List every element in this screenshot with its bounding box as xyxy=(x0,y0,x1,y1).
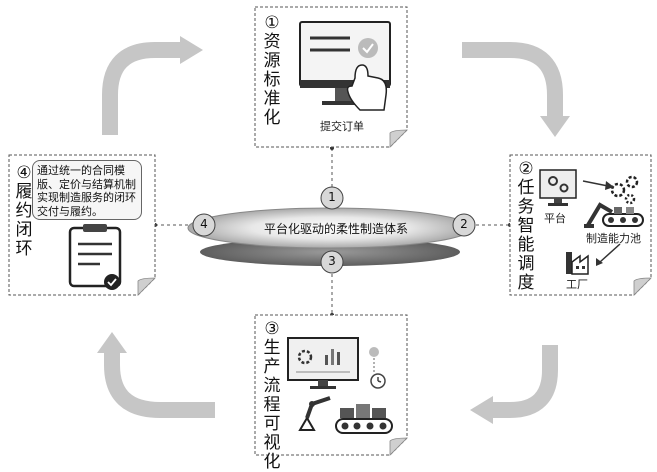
card-title-process-visualization: ③生产流程可视化 xyxy=(263,319,281,472)
robot-arm-conveyor-icon xyxy=(584,202,644,228)
flow-arrow-bottom-right xyxy=(490,345,558,418)
marker-1: 1 xyxy=(328,190,336,204)
status-icons xyxy=(369,347,386,389)
flow-arrow-top-left xyxy=(102,42,185,135)
factory-label: 工厂 xyxy=(566,278,588,291)
marker-4: 4 xyxy=(200,217,208,231)
card-title-task-scheduling: ②任务智能调度 xyxy=(517,159,535,293)
flow-arrow-top-right xyxy=(462,42,563,120)
platform-label: 平台 xyxy=(544,212,566,225)
gear-cluster-icon xyxy=(610,175,639,205)
flow-arrowhead-bottom-left xyxy=(97,332,127,353)
flow-arrowhead-top-left xyxy=(180,36,203,64)
center-label: 平台化驱动的柔性制造体系 xyxy=(263,222,408,236)
flow-arrowhead-bottom-right xyxy=(470,396,493,424)
flow-arrow-bottom-left xyxy=(104,350,215,418)
robot-conveyor-icon xyxy=(298,396,393,434)
fulfillment-note: 通过统一的合同模版、定价与结算机制实现制造服务的闭环交付与履约。 xyxy=(32,160,142,220)
monitor-order-icon xyxy=(299,21,391,111)
marker-circles xyxy=(192,186,476,274)
flow-arrowhead-top-right xyxy=(540,116,570,137)
marker-3: 3 xyxy=(328,254,336,268)
submit-order-label: 提交订单 xyxy=(320,120,364,133)
card-title-fulfillment-loop: ④履约闭环 xyxy=(15,163,33,259)
clipboard-check-icon xyxy=(68,224,122,290)
card-title-resource-standardization: ①资源标准化 xyxy=(263,13,281,128)
platform-monitor-icon xyxy=(539,169,577,206)
factory-icon xyxy=(566,252,589,275)
connector-lines xyxy=(155,148,510,315)
dashboard-monitor-icon xyxy=(287,337,359,389)
capacity-pool-label: 制造能力池 xyxy=(586,232,641,245)
marker-2: 2 xyxy=(460,217,468,231)
